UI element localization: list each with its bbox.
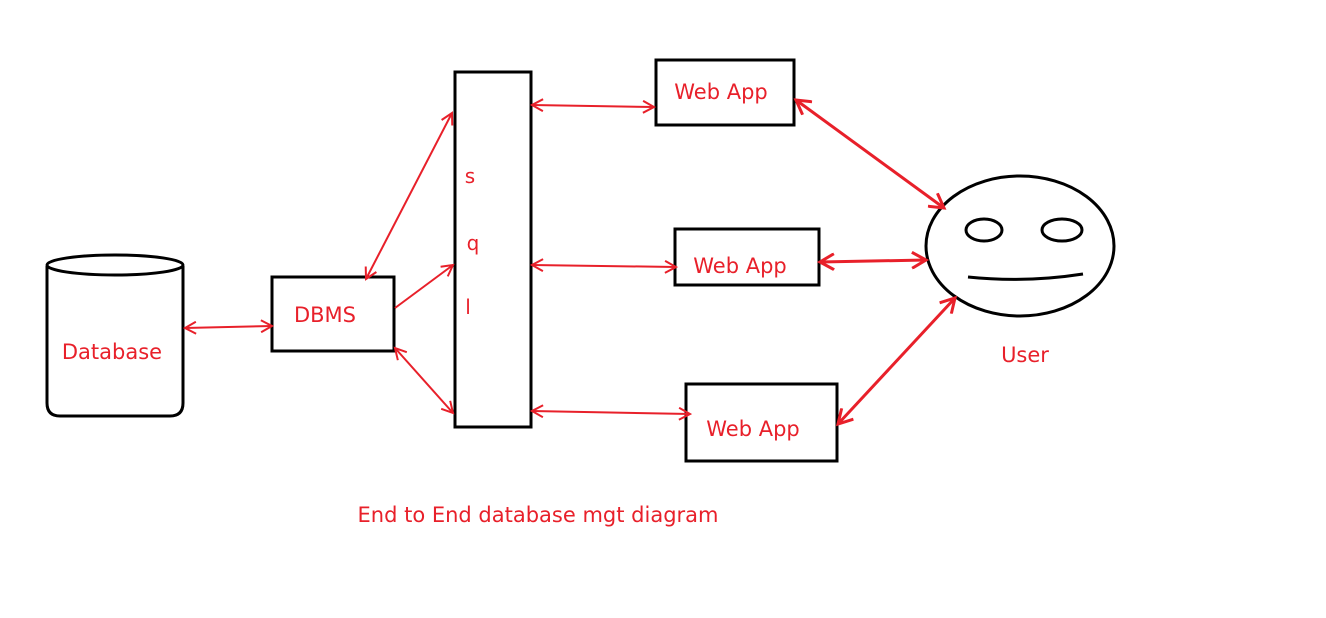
arrow-dbms-sql-upper xyxy=(366,113,452,279)
webapp-middle-label: Web App xyxy=(693,254,787,278)
user-face-icon xyxy=(924,174,1116,318)
webapp-box-middle: Web App xyxy=(673,227,821,287)
database-cylinder: Database xyxy=(45,253,185,418)
sql-letter-s: s xyxy=(465,164,475,188)
arrow-sql-webapp-bottom xyxy=(532,411,690,414)
arrow-webapp-top-user xyxy=(796,100,944,208)
arrow-dbms-sql-lower xyxy=(395,348,453,413)
webapp-box-top: Web App xyxy=(654,58,796,127)
arrow-sql-webapp-top xyxy=(532,105,654,107)
sql-letter-q: q xyxy=(467,231,480,255)
sql-box: s q l xyxy=(453,70,533,429)
arrow-webapp-middle-user xyxy=(820,260,926,262)
diagram-caption: End to End database mgt diagram xyxy=(358,503,719,527)
connector-arrows xyxy=(185,100,955,424)
webapp-box-bottom: Web App xyxy=(684,382,839,463)
dbms-label: DBMS xyxy=(294,303,356,327)
dbms-box: DBMS xyxy=(270,275,396,353)
webapp-top-label: Web App xyxy=(674,80,768,104)
user-label: User xyxy=(1001,343,1049,367)
arrow-dbms-sql-middle xyxy=(394,265,453,309)
arrow-webapp-bottom-user xyxy=(838,298,955,424)
database-label: Database xyxy=(62,340,162,364)
arrow-database-dbms xyxy=(185,326,272,328)
arrow-sql-webapp-middle xyxy=(532,265,676,267)
webapp-bottom-label: Web App xyxy=(706,417,800,441)
sql-letter-l: l xyxy=(465,295,471,319)
